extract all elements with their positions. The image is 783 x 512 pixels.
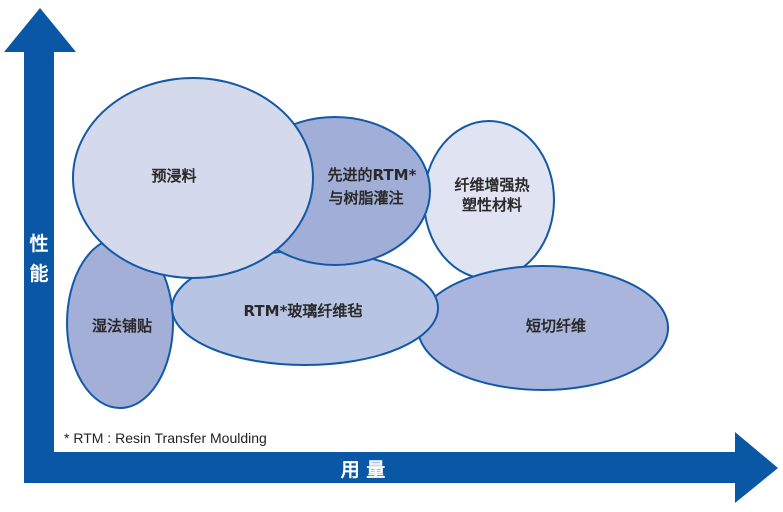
- region-label: 纤维增强热: [454, 176, 529, 194]
- footnote: * RTM : Resin Transfer Moulding: [64, 430, 267, 446]
- region-label: 预浸料: [151, 167, 196, 185]
- region-chopped-fiber: 短切纤维: [417, 265, 669, 391]
- y-axis-arrow: [4, 8, 778, 503]
- x-axis-label: 用 量: [341, 459, 386, 481]
- y-axis-label-2: 能: [29, 262, 48, 285]
- region-label: 短切纤维: [526, 317, 586, 335]
- region-thermoplastic: 纤维增强热 塑性材料: [423, 120, 555, 280]
- region-label: 湿法铺贴: [92, 317, 152, 335]
- region-label: 先进的RTM*: [328, 166, 417, 184]
- y-axis-label-1: 性: [29, 232, 48, 255]
- region-prepreg: 预浸料: [72, 77, 314, 279]
- region-label: 与树脂灌注: [328, 189, 403, 207]
- region-label: 塑性材料: [462, 196, 522, 214]
- region-label: RTM*玻璃纤维毡: [244, 302, 363, 320]
